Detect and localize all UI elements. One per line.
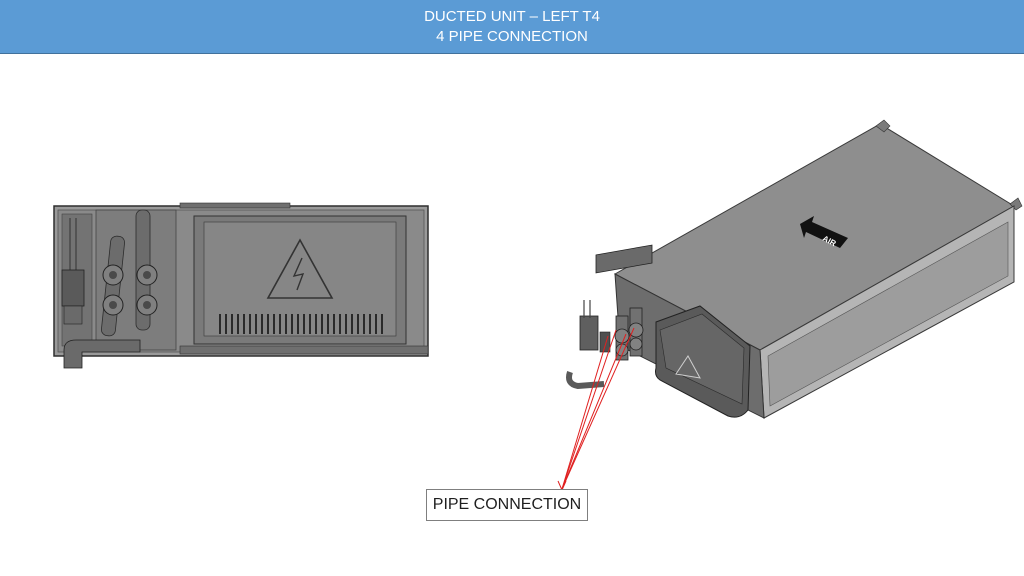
front-view-unit xyxy=(53,202,429,369)
slide-title-banner: DUCTED UNIT – LEFT T4 4 PIPE CONNECTION xyxy=(0,0,1024,54)
pipe-nut xyxy=(136,294,158,316)
pipe-bay xyxy=(61,209,177,369)
callout-leader-lines xyxy=(557,327,635,492)
pipe-nut xyxy=(102,294,124,316)
pipe-connection-callout: PIPE CONNECTION xyxy=(426,489,588,521)
electrical-box xyxy=(193,215,407,345)
high-voltage-warning-icon xyxy=(675,355,701,379)
slide-title-line-1: DUCTED UNIT – LEFT T4 xyxy=(424,7,600,25)
slide-title-line-2: 4 PIPE CONNECTION xyxy=(436,27,588,45)
electrical-box-3d xyxy=(655,305,751,418)
vent-slots xyxy=(219,314,383,334)
pipe-nut xyxy=(102,264,124,286)
pipe-nut xyxy=(136,264,158,286)
isometric-view-unit: AIR xyxy=(566,119,1023,419)
high-voltage-warning-icon xyxy=(266,238,334,299)
